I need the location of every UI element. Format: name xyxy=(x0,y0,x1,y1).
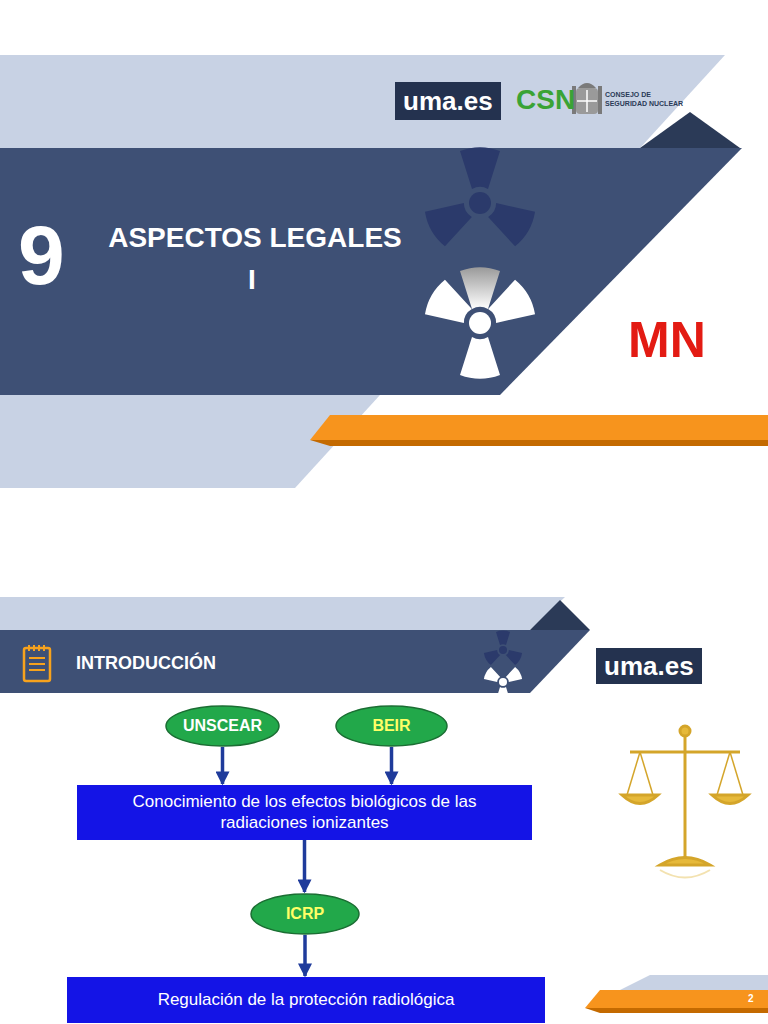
node-text: UNSCEAR xyxy=(183,716,262,735)
section-heading: INTRODUCCIÓN xyxy=(76,651,216,675)
title-part: I xyxy=(248,264,256,296)
body-oval: ICRP xyxy=(250,893,360,935)
flow-arrow xyxy=(221,747,225,784)
scales-icon xyxy=(622,726,748,878)
logo-text: CSN xyxy=(516,84,575,116)
light-band xyxy=(620,975,768,990)
logo-text: uma.es xyxy=(596,648,702,684)
slide-title: ASPECTOS LEGALES xyxy=(95,222,415,254)
title-band xyxy=(0,148,742,395)
chapter-number: 9 xyxy=(18,205,65,305)
node-text: BEIR xyxy=(372,716,410,735)
notepad-icon xyxy=(24,645,50,681)
orange-bar-shadow xyxy=(310,440,768,446)
dark-corner xyxy=(530,600,590,630)
header-band xyxy=(0,630,590,693)
orange-bar-shadow xyxy=(585,1008,768,1013)
orange-bar xyxy=(310,415,768,440)
logo-text: uma.es xyxy=(395,82,501,120)
node-text: ICRP xyxy=(286,904,324,923)
radiation-symbol xyxy=(422,147,538,248)
light-band xyxy=(0,55,725,148)
source-oval: UNSCEAR xyxy=(165,705,280,747)
page-number: 2 xyxy=(748,992,754,1006)
module-code: MN xyxy=(628,310,706,370)
csn-crest xyxy=(572,83,602,114)
node-text: Conocimiento de los efectos biológicos d… xyxy=(89,792,520,833)
orange-bar xyxy=(585,990,768,1008)
logo-subtext: CONSEJO DE xyxy=(605,91,651,98)
node-text: Regulación de la protección radiológica xyxy=(158,990,455,1010)
flow-arrow xyxy=(303,935,307,976)
light-band xyxy=(0,597,565,630)
logo-subtext: SEGURIDAD NUCLEAR xyxy=(605,100,683,107)
flow-arrow xyxy=(303,840,307,892)
process-box: Regulación de la protección radiológica xyxy=(67,977,545,1023)
dark-corner xyxy=(640,112,740,148)
radiation-symbol-small xyxy=(483,631,523,666)
process-box: Conocimiento de los efectos biológicos d… xyxy=(77,785,532,840)
radiation-symbol-small-reflection xyxy=(483,666,523,701)
source-oval: BEIR xyxy=(335,705,448,747)
flow-arrow xyxy=(390,747,394,784)
radiation-symbol-reflection xyxy=(422,267,538,378)
